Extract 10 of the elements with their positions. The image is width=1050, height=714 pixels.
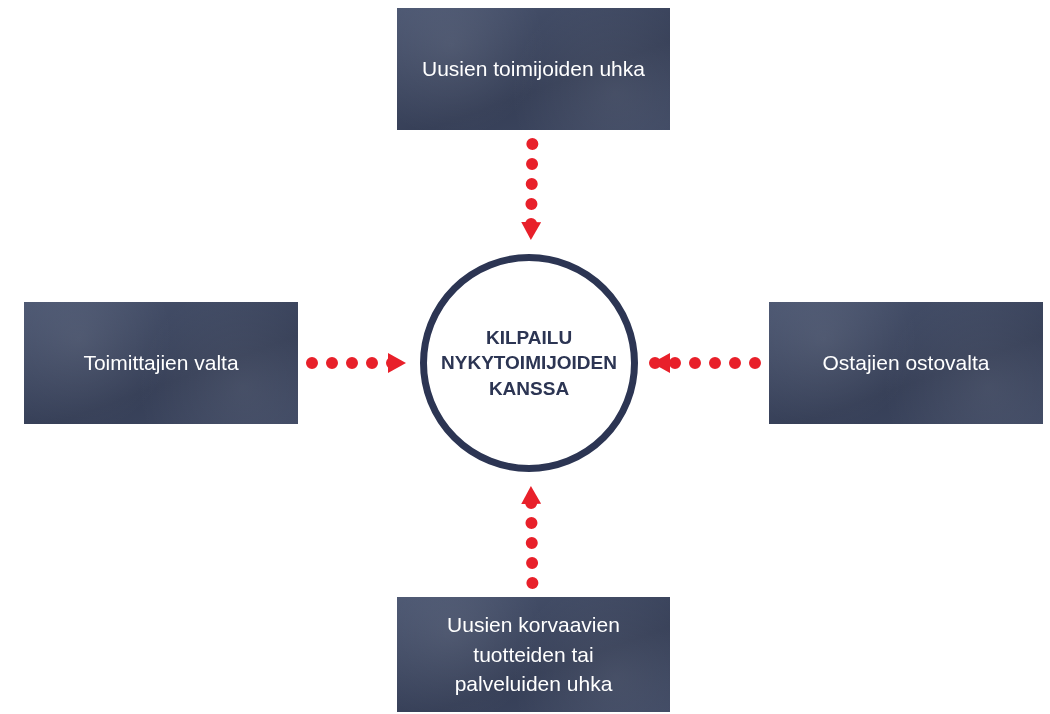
force-box [769,302,1043,424]
node-label: Toimittajien valta [83,350,239,377]
force-box [397,8,670,130]
force-box [24,302,298,424]
node-label: Ostajien ostovalta [822,350,990,377]
force-box [397,597,670,712]
node-label: Uusien korvaavien tuotteiden tai palveluiden uhka [446,612,621,698]
node-label: Uusien toimijoiden uhka [422,56,645,83]
dotted-arrow [646,353,761,373]
node-label: KILPAILU NYKYTOIMIJOIDEN KANSSA [441,325,617,401]
